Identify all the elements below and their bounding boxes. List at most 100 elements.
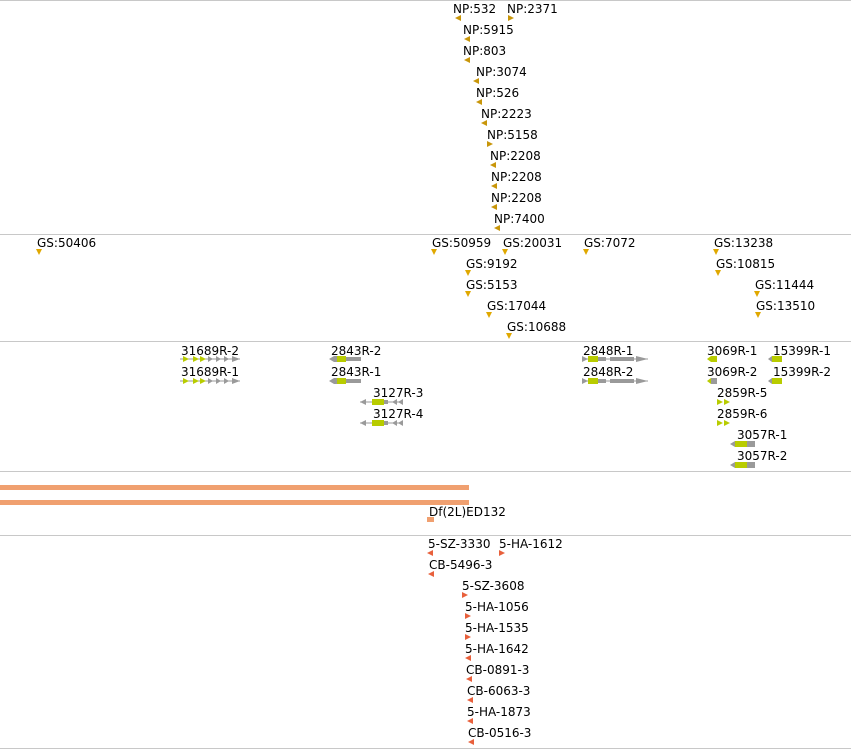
insertion-marker-icon[interactable] <box>465 613 471 619</box>
gene-model-3069R-2[interactable] <box>707 378 717 384</box>
gs-marker-icon[interactable] <box>486 312 492 318</box>
deficiency-label[interactable]: Df(2L)ED132 <box>429 505 506 519</box>
insertion-marker-icon[interactable] <box>465 655 471 661</box>
gene-label[interactable]: 2843R-1 <box>331 365 382 379</box>
gene-model-3057R-2[interactable] <box>730 462 755 468</box>
gene-model-2859R-6[interactable] <box>717 420 730 426</box>
gene-label[interactable]: 2859R-6 <box>717 407 768 421</box>
insertion-label[interactable]: CB-6063-3 <box>467 684 531 698</box>
gene-model-2848R-2[interactable] <box>582 378 648 384</box>
insertion-label[interactable]: 5-HA-1535 <box>465 621 529 635</box>
gene-model-15399R-1[interactable] <box>768 356 782 362</box>
gene-model-3069R-1[interactable] <box>707 356 717 362</box>
gene-label[interactable]: 2848R-1 <box>583 344 634 358</box>
gs-marker-icon[interactable] <box>583 249 589 255</box>
gene-model-2843R-1[interactable] <box>329 378 361 384</box>
gene-label[interactable]: 15399R-2 <box>773 365 831 379</box>
insertion-label[interactable]: 5-HA-1056 <box>465 600 529 614</box>
gene-label[interactable]: 3069R-2 <box>707 365 758 379</box>
gs-marker-icon[interactable] <box>715 270 721 276</box>
gene-model-31689R-1[interactable] <box>180 378 240 384</box>
insertion-marker-icon[interactable] <box>467 718 473 724</box>
gene-label[interactable]: 3069R-1 <box>707 344 758 358</box>
gs-marker-icon[interactable] <box>431 249 437 255</box>
insertion-marker-icon[interactable] <box>428 571 434 577</box>
insertion-marker-icon[interactable] <box>499 550 505 556</box>
gene-model-3127R-4[interactable] <box>360 420 403 426</box>
np-marker-icon[interactable] <box>473 78 479 84</box>
gene-label[interactable]: 2843R-2 <box>331 344 382 358</box>
insertion-label[interactable]: CB-0891-3 <box>466 663 530 677</box>
np-feature-label[interactable]: NP:2223 <box>481 107 532 121</box>
np-marker-icon[interactable] <box>487 141 493 147</box>
insertion-label[interactable]: 5-HA-1642 <box>465 642 529 656</box>
np-feature-label[interactable]: NP:532 <box>453 2 497 16</box>
gs-marker-icon[interactable] <box>754 291 760 297</box>
gs-marker-icon[interactable] <box>465 270 471 276</box>
np-feature-label[interactable]: NP:526 <box>476 86 520 100</box>
insertion-marker-icon[interactable] <box>466 676 472 682</box>
np-marker-icon[interactable] <box>464 57 470 63</box>
gs-marker-icon[interactable] <box>36 249 42 255</box>
np-marker-icon[interactable] <box>491 183 497 189</box>
gs-marker-icon[interactable] <box>502 249 508 255</box>
np-feature-label[interactable]: NP:5915 <box>463 23 514 37</box>
gene-label[interactable]: 3057R-1 <box>737 428 788 442</box>
insertion-label[interactable]: 5-SZ-3330 <box>428 537 491 551</box>
gene-model-15399R-2[interactable] <box>768 378 782 384</box>
np-marker-icon[interactable] <box>494 225 500 231</box>
insertion-marker-icon[interactable] <box>462 592 468 598</box>
np-feature-label[interactable]: NP:3074 <box>476 65 527 79</box>
gs-feature-label[interactable]: GS:11444 <box>755 278 815 292</box>
gene-label[interactable]: 3127R-3 <box>373 386 424 400</box>
gene-label[interactable]: 31689R-1 <box>181 365 239 379</box>
insertion-marker-icon[interactable] <box>468 739 474 745</box>
np-feature-label[interactable]: NP:5158 <box>487 128 538 142</box>
gene-model-3127R-3[interactable] <box>360 399 403 405</box>
np-feature-label[interactable]: NP:7400 <box>494 212 545 226</box>
deficiency-marker[interactable] <box>427 517 434 522</box>
insertion-marker-icon[interactable] <box>467 697 473 703</box>
gs-marker-icon[interactable] <box>465 291 471 297</box>
np-marker-icon[interactable] <box>508 15 514 21</box>
gs-marker-icon[interactable] <box>506 333 512 339</box>
gs-feature-label[interactable]: GS:10815 <box>716 257 776 271</box>
gene-model-2848R-1[interactable] <box>582 356 648 362</box>
gene-model-3057R-1[interactable] <box>730 441 755 447</box>
deficiency-bar[interactable] <box>0 500 469 505</box>
np-marker-icon[interactable] <box>490 162 496 168</box>
gene-label[interactable]: 2859R-5 <box>717 386 768 400</box>
np-feature-label[interactable]: NP:2371 <box>507 2 558 16</box>
insertion-label[interactable]: CB-0516-3 <box>468 726 532 740</box>
gs-feature-label[interactable]: GS:10688 <box>507 320 567 334</box>
gene-model-2859R-5[interactable] <box>717 399 730 405</box>
insertion-label[interactable]: 5-HA-1873 <box>467 705 531 719</box>
np-marker-icon[interactable] <box>455 15 461 21</box>
np-marker-icon[interactable] <box>476 99 482 105</box>
gs-marker-icon[interactable] <box>755 312 761 318</box>
gs-feature-label[interactable]: GS:17044 <box>487 299 547 313</box>
gs-feature-label[interactable]: GS:9192 <box>466 257 518 271</box>
gs-feature-label[interactable]: GS:13238 <box>714 236 774 250</box>
np-feature-label[interactable]: NP:803 <box>463 44 507 58</box>
insertion-label[interactable]: 5-HA-1612 <box>499 537 563 551</box>
gs-feature-label[interactable]: GS:7072 <box>584 236 636 250</box>
insertion-label[interactable]: 5-SZ-3608 <box>462 579 525 593</box>
gene-label[interactable]: 3057R-2 <box>737 449 788 463</box>
gene-label[interactable]: 31689R-2 <box>181 344 239 358</box>
gene-model-2843R-2[interactable] <box>329 356 361 362</box>
np-feature-label[interactable]: NP:2208 <box>490 149 541 163</box>
insertion-label[interactable]: CB-5496-3 <box>429 558 493 572</box>
np-marker-icon[interactable] <box>491 204 497 210</box>
gs-feature-label[interactable]: GS:20031 <box>503 236 563 250</box>
np-feature-label[interactable]: NP:2208 <box>491 191 542 205</box>
np-marker-icon[interactable] <box>481 120 487 126</box>
gs-marker-icon[interactable] <box>713 249 719 255</box>
deficiency-bar[interactable] <box>0 485 469 490</box>
gene-label[interactable]: 15399R-1 <box>773 344 831 358</box>
insertion-marker-icon[interactable] <box>465 634 471 640</box>
gene-model-31689R-2[interactable] <box>180 356 240 362</box>
gene-label[interactable]: 2848R-2 <box>583 365 634 379</box>
gene-label[interactable]: 3127R-4 <box>373 407 424 421</box>
gs-feature-label[interactable]: GS:13510 <box>756 299 816 313</box>
